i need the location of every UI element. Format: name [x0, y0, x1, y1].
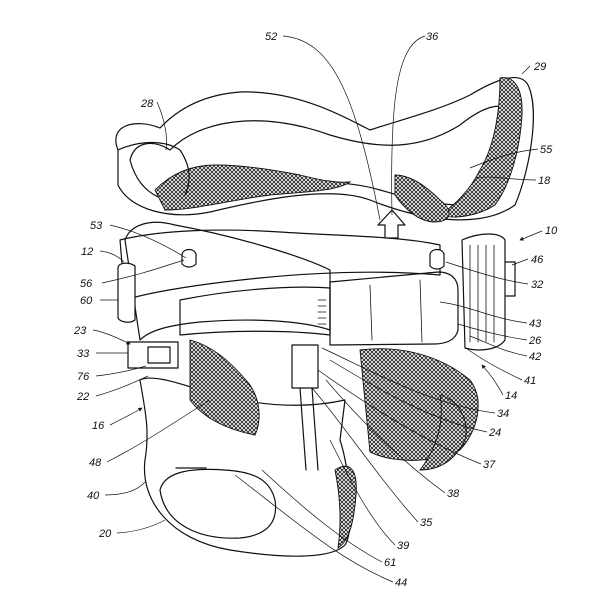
label-16: 16	[92, 420, 105, 432]
leader-55	[469, 148, 539, 169]
mid-panel	[179, 286, 331, 336]
leader-24	[329, 359, 488, 433]
leader-18	[475, 176, 537, 181]
leader-12	[99, 250, 125, 263]
front-band	[119, 229, 441, 301]
chest-pad-left	[189, 339, 260, 436]
leader-52	[282, 35, 381, 221]
lower-rear-pad	[419, 394, 467, 471]
rear-clip-tab	[504, 261, 516, 297]
leader-37	[317, 369, 482, 465]
label-33: 33	[77, 348, 90, 360]
leader-56	[101, 259, 185, 284]
strap-26-seam2	[419, 279, 423, 343]
lower-pad	[334, 465, 357, 549]
label-52: 52	[265, 31, 277, 43]
reference-numerals: 52 36 29 28 55 18 10 53 12 46 56 32 60 4…	[73, 31, 558, 589]
leader-38	[325, 379, 446, 494]
leader-36	[391, 35, 426, 216]
side-tab-60	[117, 262, 136, 323]
label-46: 46	[531, 254, 544, 266]
leader-35	[311, 387, 419, 523]
strap-scale	[317, 299, 327, 325]
leader-39	[329, 439, 396, 546]
label-23: 23	[73, 325, 87, 337]
label-26: 26	[528, 335, 542, 347]
strap-26-seam	[369, 284, 373, 341]
collar-drawing	[115, 76, 534, 557]
label-34: 34	[497, 408, 509, 420]
leader-48	[106, 399, 211, 463]
chin-pad-right	[438, 77, 523, 218]
leader-46	[511, 258, 529, 266]
post-35-stem	[299, 387, 319, 471]
label-35: 35	[420, 517, 433, 529]
leader-32	[445, 261, 529, 285]
label-38: 38	[447, 488, 460, 500]
label-10: 10	[545, 225, 558, 237]
leader-14	[481, 364, 504, 396]
lower-window	[159, 468, 277, 539]
label-56: 56	[80, 278, 93, 290]
leader-20	[116, 519, 166, 534]
leader-40	[104, 481, 146, 496]
label-29: 29	[533, 61, 546, 73]
label-44: 44	[395, 577, 407, 589]
rear-clip	[461, 233, 506, 351]
label-24: 24	[488, 427, 501, 439]
leader-26	[457, 323, 528, 341]
leader-76	[95, 365, 147, 377]
leader-23	[92, 329, 131, 345]
leader-53	[109, 224, 187, 259]
leader-16	[109, 407, 143, 426]
label-41: 41	[524, 375, 536, 387]
buckle-33-inner	[147, 346, 171, 364]
label-28: 28	[140, 98, 154, 110]
label-37: 37	[483, 459, 496, 471]
strap-26	[329, 271, 459, 346]
label-61: 61	[384, 557, 396, 569]
label-60: 60	[80, 295, 93, 307]
label-32: 32	[531, 279, 543, 291]
chin-lip-28	[117, 141, 190, 196]
leader-61	[261, 469, 383, 563]
leader-29	[521, 65, 531, 75]
chin-pad-mid	[394, 174, 450, 223]
label-39: 39	[397, 540, 409, 552]
label-40: 40	[87, 490, 100, 502]
leader-28	[156, 101, 167, 151]
label-18: 18	[538, 175, 551, 187]
direction-arrow	[377, 209, 406, 239]
label-12: 12	[81, 246, 93, 258]
chin-rim-outer	[115, 76, 534, 221]
label-53: 53	[90, 220, 103, 232]
label-14: 14	[505, 390, 517, 402]
label-20: 20	[98, 528, 112, 540]
buckle-33	[127, 341, 179, 369]
leader-lines	[92, 35, 543, 583]
label-42: 42	[529, 351, 541, 363]
knob-32	[429, 248, 445, 270]
knob-56	[181, 248, 197, 268]
leader-10	[519, 230, 543, 241]
label-48: 48	[89, 457, 102, 469]
rear-clip-lines	[469, 244, 495, 343]
leader-41	[465, 347, 523, 381]
leader-44	[234, 474, 394, 583]
leader-22	[95, 375, 149, 397]
chin-pad-left	[154, 164, 352, 211]
label-76: 76	[77, 371, 90, 383]
leader-34	[321, 347, 496, 414]
leader-43	[439, 301, 528, 324]
post-35	[291, 344, 319, 389]
leader-42	[469, 335, 528, 357]
label-43: 43	[529, 318, 542, 330]
label-36: 36	[426, 31, 439, 43]
label-55: 55	[540, 144, 553, 156]
label-22: 22	[76, 391, 89, 403]
